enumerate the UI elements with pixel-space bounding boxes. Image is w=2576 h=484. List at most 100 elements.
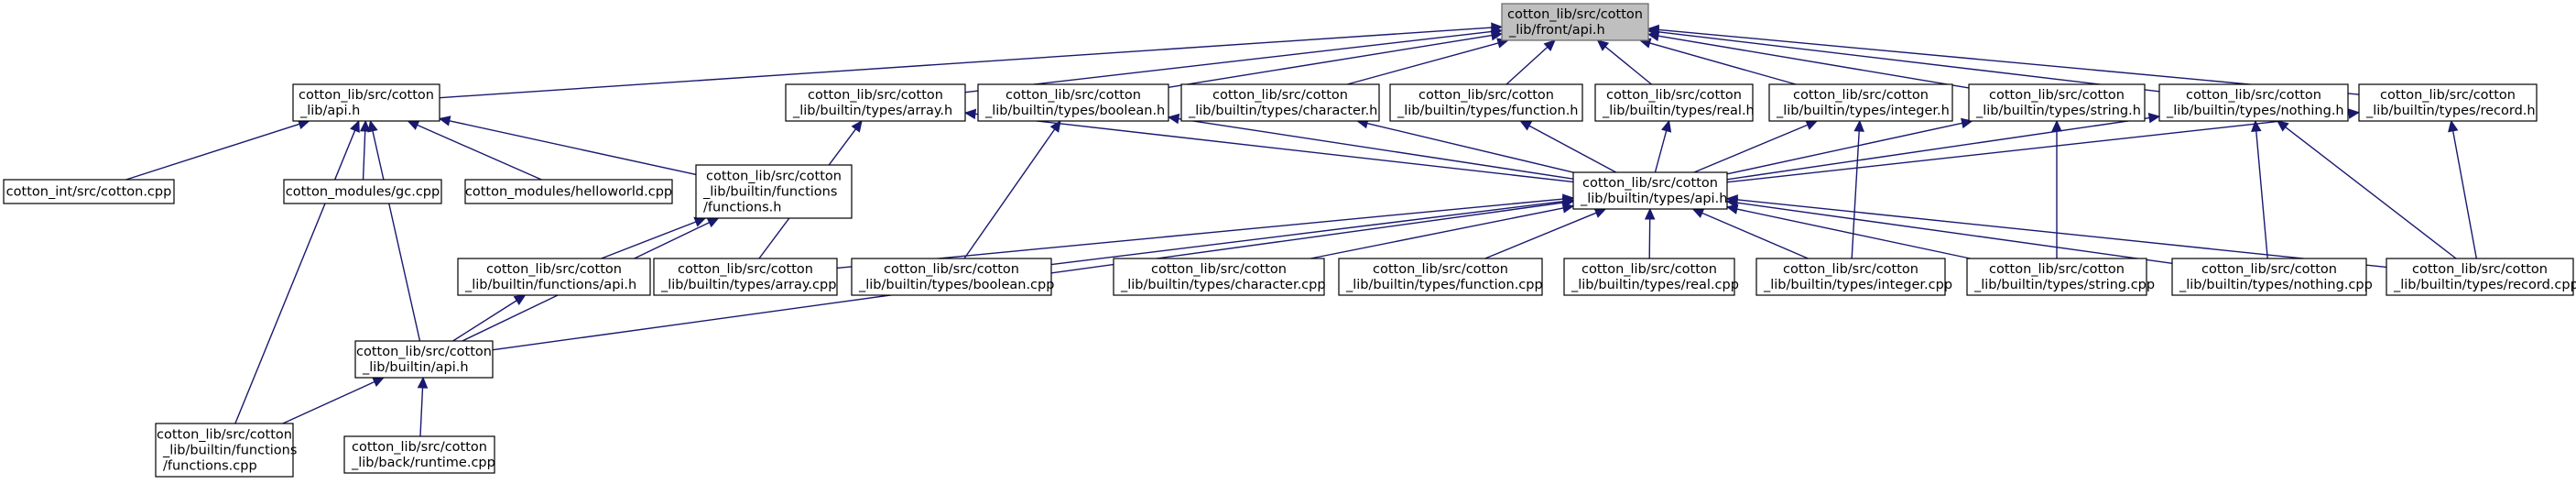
file-node-box: [292, 83, 440, 122]
file-node-types-character-h[interactable]: cotton_lib/src/cotton_lib/builtin/types/…: [1180, 83, 1380, 122]
file-node-label-line: cotton_lib/src/cotton: [1989, 88, 2125, 103]
edge-arrowhead: [1644, 207, 1656, 220]
file-node-function-cpp[interactable]: cotton_lib/src/cotton_lib/builtin/types/…: [1338, 258, 1543, 296]
file-node-types-real-h[interactable]: cotton_lib/src/cotton_lib/builtin/types/…: [1594, 83, 1755, 122]
file-node-types-string-h[interactable]: cotton_lib/src/cotton_lib/builtin/types/…: [1968, 83, 2146, 122]
edge-arrowhead: [1661, 119, 1672, 133]
dependency-edge-boolean-cpp-to-types-boolean-h: [963, 120, 1061, 259]
file-node-types-array-h[interactable]: cotton_lib/src/cotton_lib/builtin/types/…: [785, 83, 966, 122]
file-node-boolean-cpp[interactable]: cotton_lib/src/cotton_lib/builtin/types/…: [851, 258, 1054, 296]
file-node-label-line: _lib/builtin/types/real.h: [1602, 104, 1755, 118]
file-node-runtime-cpp[interactable]: cotton_lib/src/cotton_lib/back/runtime.c…: [343, 435, 495, 474]
file-node-box: [2171, 258, 2367, 296]
file-node-box: [1501, 3, 1649, 41]
edge-arrowhead: [1691, 208, 1705, 218]
edge-arrowhead: [438, 116, 451, 126]
file-node-lib-api[interactable]: cotton_lib/src/cotton_lib/api.h: [292, 83, 440, 122]
dependency-edge-types-nothing-h-to-front-api: [1647, 27, 2160, 93]
file-node-helloworld-cpp[interactable]: cotton_modules/helloworld.cpp: [464, 179, 673, 204]
file-node-string-cpp[interactable]: cotton_lib/src/cotton_lib/builtin/types/…: [1966, 258, 2155, 296]
edge-arrowhead: [359, 119, 371, 132]
file-node-types-api-h[interactable]: cotton_lib/src/cotton_lib/builtin/types/…: [1572, 171, 1728, 210]
file-node-functions-api-h[interactable]: cotton_lib/src/cotton_lib/builtin/functi…: [457, 258, 651, 296]
file-node-box: [851, 258, 1052, 296]
file-node-gc-cpp[interactable]: cotton_modules/gc.cpp: [283, 179, 442, 204]
file-node-real-cpp[interactable]: cotton_lib/src/cotton_lib/builtin/types/…: [1563, 258, 1739, 296]
edge-arrowhead: [706, 217, 720, 228]
file-node-label-line: _lib/builtin/types/character.cpp: [1120, 278, 1326, 292]
file-node-nothing-cpp[interactable]: cotton_lib/src/cotton_lib/builtin/types/…: [2171, 258, 2373, 296]
file-node-front-api[interactable]: cotton_lib/src/cotton_lib/front/api.h: [1501, 3, 1649, 41]
file-node-array-cpp[interactable]: cotton_lib/src/cotton_lib/builtin/types/…: [653, 258, 838, 296]
edge-line: [1604, 46, 1652, 85]
edge-line: [1726, 116, 2150, 181]
edge-line: [1736, 208, 1971, 259]
dependency-edge-types-record-h-to-front-api: [1647, 24, 2360, 95]
edge-line: [449, 120, 697, 176]
dependency-edge-types-api-h-to-types-nothing-h: [1726, 112, 2161, 181]
file-node-label-line: _lib/builtin/types/string.cpp: [1973, 278, 2155, 292]
edge-line: [1658, 28, 2360, 95]
dependency-edge-functions-cpp-to-builtin-api-h: [282, 377, 386, 424]
file-node-builtin-api-h[interactable]: cotton_lib/src/cotton_lib/builtin/api.h: [354, 340, 494, 379]
edge-line: [362, 130, 366, 181]
edge-line: [2451, 130, 2478, 259]
edge-line: [1310, 207, 1564, 259]
edge-arrowhead: [1543, 39, 1556, 52]
file-node-integer-cpp[interactable]: cotton_lib/src/cotton_lib/builtin/types/…: [1755, 258, 1952, 296]
edge-line: [372, 130, 421, 342]
edge-line: [417, 124, 542, 181]
edge-arrowhead: [1519, 120, 1533, 131]
edge-line: [1366, 122, 1574, 173]
dependency-edge-integer-cpp-to-types-integer-h: [1851, 119, 1864, 259]
file-node-record-cpp[interactable]: cotton_lib/src/cotton_lib/builtin/types/…: [2386, 258, 2576, 296]
dependency-edge-types-api-h-to-types-record-h: [1726, 108, 2361, 183]
edge-line: [1505, 46, 1549, 85]
file-node-label-line: /functions.h: [703, 201, 781, 215]
dependency-edge-types-api-h-to-types-array-h: [963, 108, 1574, 183]
file-node-box: [1572, 171, 1728, 210]
file-node-box: [464, 179, 673, 204]
edge-line: [1654, 130, 1668, 173]
dependency-edge-builtin-api-h-to-functions-api-h: [452, 294, 527, 342]
file-node-label-line: _lib/builtin/types/integer.cpp: [1763, 278, 1952, 292]
file-node-box: [343, 435, 495, 474]
edge-line: [1178, 117, 1574, 180]
dependency-edge-functions-cpp-to-lib-api: [234, 119, 360, 424]
edge-arrowhead: [851, 120, 863, 133]
file-node-label-line: cotton_lib/src/cotton: [1783, 262, 1918, 277]
edge-line: [419, 387, 424, 437]
dependency-edge-functions-h-to-lib-api: [438, 116, 697, 176]
file-node-label-line: cotton_lib/src/cotton: [356, 345, 492, 359]
file-node-label-line: cotton_lib/src/cotton: [1005, 88, 1141, 103]
file-node-cotton-cpp[interactable]: cotton_int/src/cotton.cpp: [3, 179, 175, 204]
file-node-box: [1338, 258, 1543, 296]
edge-arrowhead: [407, 120, 420, 130]
edge-arrowhead: [513, 294, 527, 306]
file-node-character-cpp[interactable]: cotton_lib/src/cotton_lib/builtin/types/…: [1113, 258, 1326, 296]
file-node-box: [653, 258, 838, 296]
edge-arrowhead: [2251, 119, 2262, 132]
edge-arrowhead: [372, 377, 386, 388]
edge-line: [1528, 125, 1617, 173]
file-node-types-integer-h[interactable]: cotton_lib/src/cotton_lib/builtin/types/…: [1768, 83, 1953, 122]
file-node-types-function-h[interactable]: cotton_lib/src/cotton_lib/builtin/types/…: [1389, 83, 1583, 122]
file-node-label-line: _lib/back/runtime.cpp: [351, 456, 495, 470]
file-node-box: [1180, 83, 1380, 122]
dependency-edge-record-cpp-to-types-nothing-h: [2277, 120, 2457, 259]
file-node-types-record-h[interactable]: cotton_lib/src/cotton_lib/builtin/types/…: [2358, 83, 2538, 122]
dependency-edge-types-real-h-to-front-api: [1596, 39, 1652, 85]
file-node-functions-h[interactable]: cotton_lib/src/cotton_lib/builtin/functi…: [695, 164, 853, 219]
file-node-types-boolean-h[interactable]: cotton_lib/src/cotton_lib/builtin/types/…: [977, 83, 1169, 122]
file-node-label-line: cotton_lib/src/cotton: [1212, 88, 1348, 103]
edge-arrowhead: [1167, 113, 1180, 125]
file-node-label-line: _lib/builtin/types/record.h: [2365, 104, 2536, 118]
file-node-label-line: _lib/api.h: [299, 104, 360, 118]
file-node-types-nothing-h[interactable]: cotton_lib/src/cotton_lib/builtin/types/…: [2158, 83, 2349, 122]
file-node-box: [1968, 83, 2146, 122]
edge-line: [836, 198, 1564, 270]
edge-arrowhead: [367, 119, 378, 133]
edge-line: [1658, 31, 2160, 93]
file-node-box: [695, 164, 853, 219]
file-node-functions-cpp[interactable]: cotton_lib/src/cotton_lib/builtin/functi…: [155, 423, 297, 478]
